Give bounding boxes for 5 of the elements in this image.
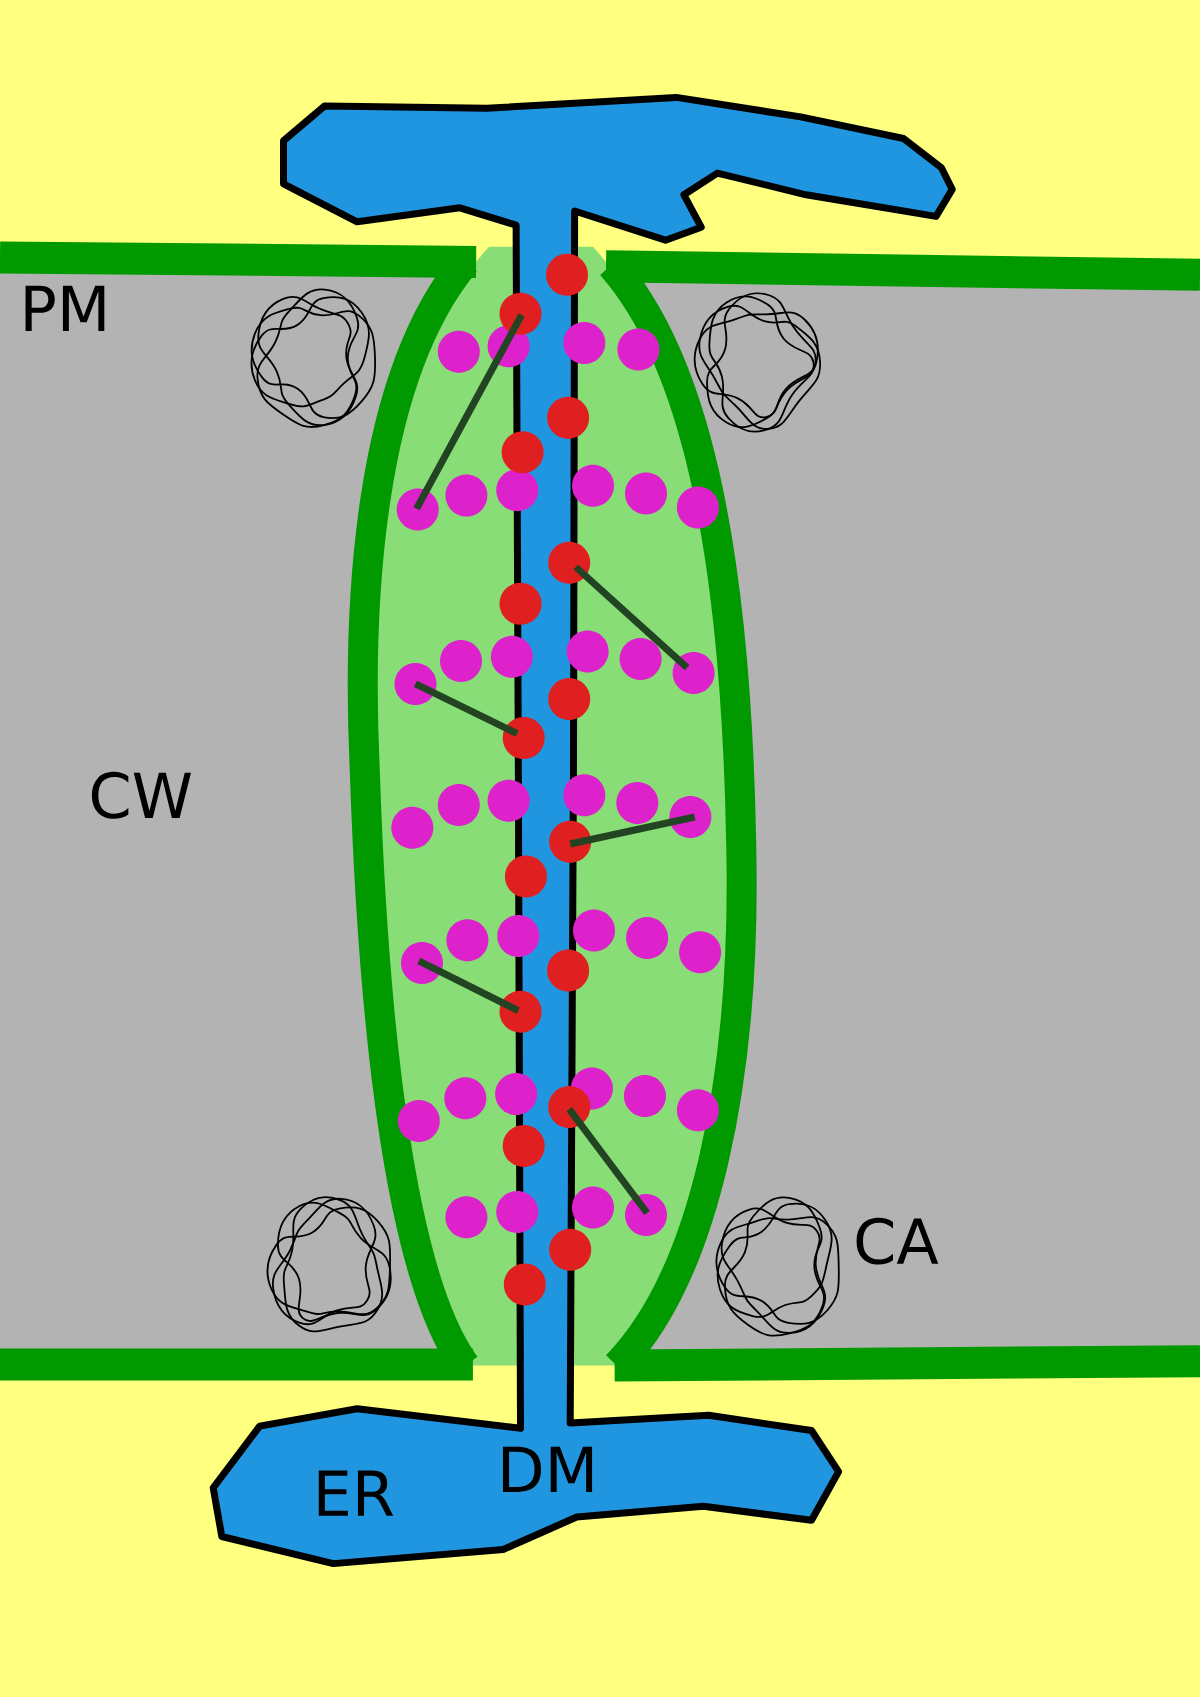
region-label: DM [502, 1446, 593, 1492]
region-label: CA [856, 1217, 939, 1265]
region-label: CW [91, 771, 191, 819]
region-label: PM [25, 285, 105, 331]
region-label: ER [318, 1470, 394, 1516]
